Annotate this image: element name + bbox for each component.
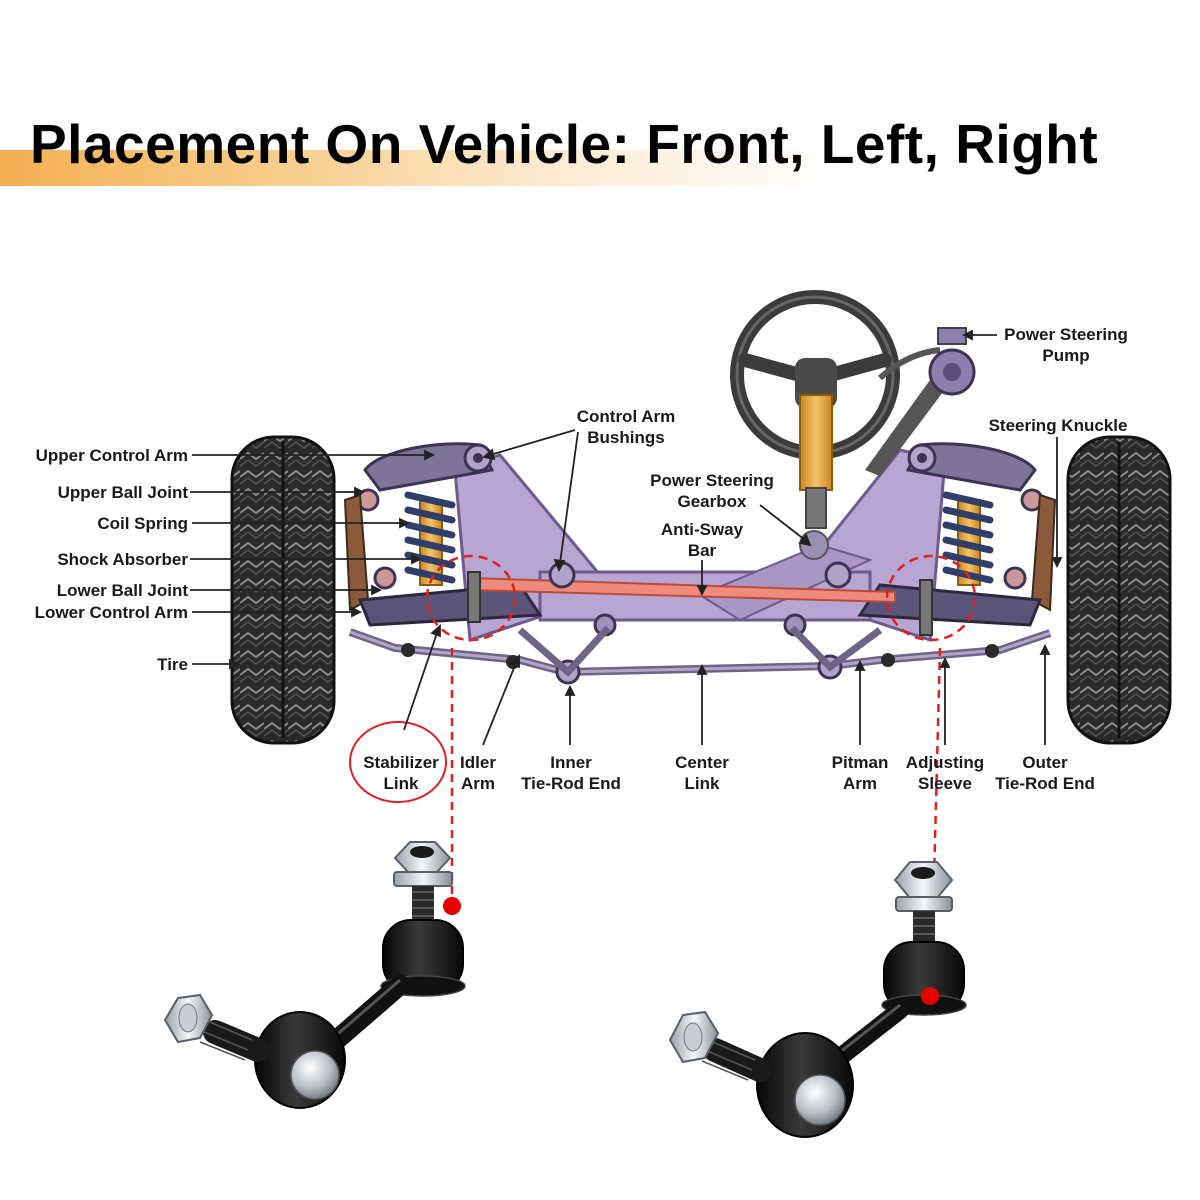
label-idler-arm-line1: Idler: [460, 753, 496, 772]
page-title: Placement On Vehicle: Front, Left, Right: [30, 113, 1099, 175]
right-upper-control-arm: [905, 442, 1044, 512]
label-pitman-arm-line2: Arm: [843, 774, 877, 793]
label-shock-absorber: Shock Absorber: [57, 550, 188, 569]
label-power-steering-gearbox-line2: Gearbox: [678, 492, 748, 511]
label-tire: Tire: [157, 655, 188, 674]
label-lower-control-arm: Lower Control Arm: [35, 603, 188, 622]
left-reference-dot: [443, 897, 461, 915]
left-lower-control-arm: [357, 566, 543, 627]
label-coil-spring: Coil Spring: [97, 514, 188, 533]
steering-column: [799, 394, 833, 560]
label-inner-tie-rod-end-line2: Tie-Rod End: [521, 774, 621, 793]
label-steering-knuckle: Steering Knuckle: [989, 416, 1128, 435]
right-steering-knuckle: [1030, 493, 1057, 612]
label-anti-sway-bar-line1: Anti-Sway: [661, 520, 744, 539]
left-upper-control-arm: [356, 442, 495, 512]
label-pitman-arm-line1: Pitman: [832, 753, 889, 772]
label-outer-tie-rod-end-line1: Outer: [1022, 753, 1068, 772]
label-center-link-line2: Link: [685, 774, 720, 793]
power-steering-pump: [865, 327, 976, 476]
left-steering-knuckle: [343, 493, 370, 612]
right-tire: [1066, 435, 1172, 745]
left-stabilizer-highlight: [425, 554, 517, 642]
label-power-steering-pump-line2: Pump: [1042, 346, 1089, 365]
label-power-steering-gearbox-line1: Power Steering: [650, 471, 774, 490]
label-idler-arm-line2: Arm: [461, 774, 495, 793]
left-stabilizer-link-part: [163, 841, 466, 1109]
label-adjusting-sleeve-line2: Sleeve: [918, 774, 972, 793]
label-anti-sway-bar-line2: Bar: [688, 541, 717, 560]
part-labels: Upper Control Arm Upper Ball Joint Coil …: [35, 325, 1128, 793]
anti-sway-bar: [467, 571, 933, 636]
label-adjusting-sleeve-line1: Adjusting: [906, 753, 984, 772]
right-stabilizer-highlight: [885, 554, 977, 642]
label-stabilizer-link-line2: Link: [384, 774, 419, 793]
label-stabilizer-link-line1: Stabilizer: [363, 753, 439, 772]
right-stabilizer-link-part: [668, 861, 967, 1138]
right-lower-control-arm: [857, 566, 1043, 627]
label-inner-tie-rod-end-line1: Inner: [550, 753, 592, 772]
left-coil-spring: [404, 491, 456, 586]
label-center-link-line1: Center: [675, 753, 729, 772]
label-outer-tie-rod-end-line2: Tie-Rod End: [995, 774, 1095, 793]
right-guide-line: [929, 647, 942, 997]
right-coil-spring: [942, 491, 994, 586]
label-control-arm-bushings-line2: Bushings: [587, 428, 664, 447]
stabilizer-link-label-circle: [349, 721, 447, 803]
label-control-arm-bushings-line1: Control Arm: [577, 407, 676, 426]
leader-lines: [190, 329, 1063, 746]
title-accent-band: [0, 150, 1200, 186]
label-upper-control-arm: Upper Control Arm: [36, 446, 188, 465]
label-upper-ball-joint: Upper Ball Joint: [58, 483, 189, 502]
frame-bushings: [548, 561, 852, 637]
label-lower-ball-joint: Lower Ball Joint: [57, 581, 189, 600]
label-power-steering-pump-line1: Power Steering: [1004, 325, 1128, 344]
right-reference-dot: [921, 987, 939, 1005]
